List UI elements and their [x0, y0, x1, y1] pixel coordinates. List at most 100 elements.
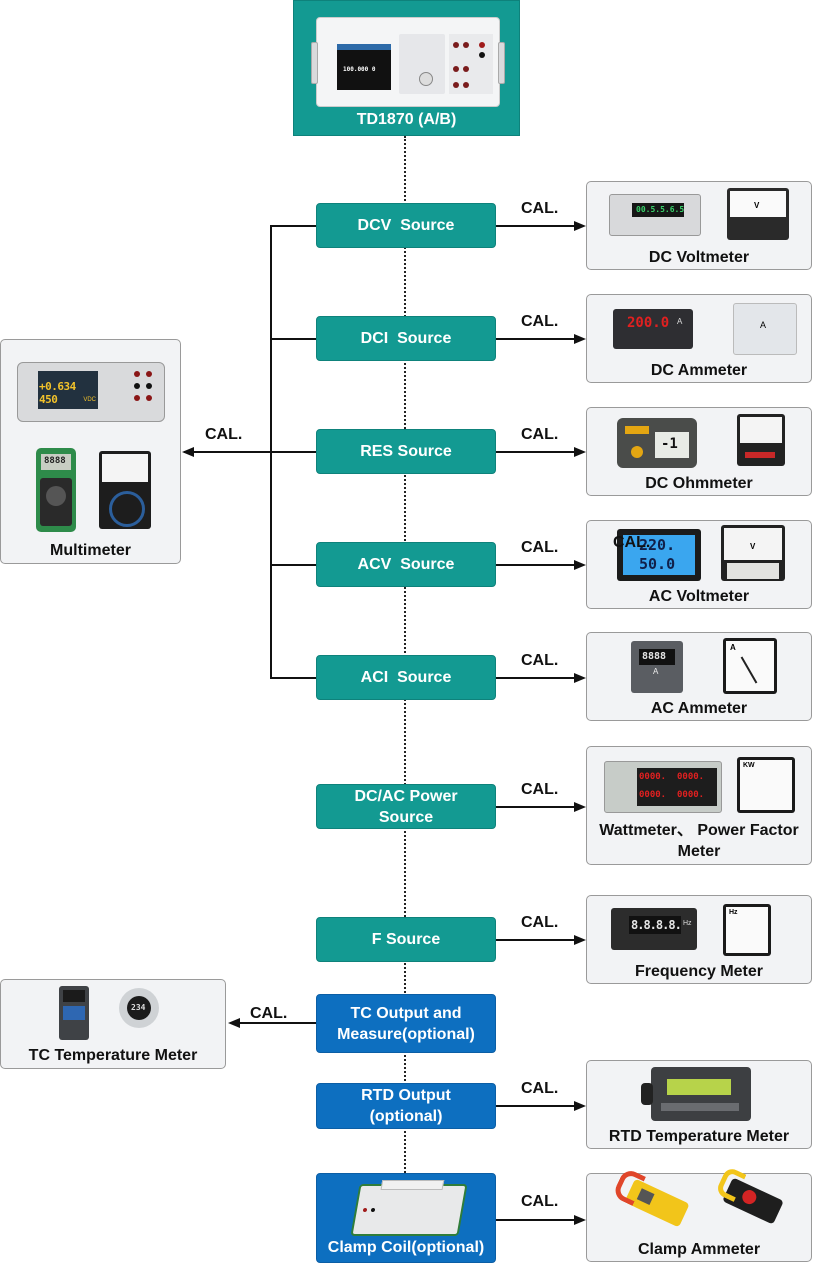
source-dcv-label: DCV Source [357, 217, 455, 234]
source-aci[interactable]: ACI Source [316, 655, 496, 700]
arrow-head-acv [574, 560, 586, 570]
panel-dc-voltmeter-label: DC Voltmeter [648, 249, 750, 266]
dc-ammeter-analog-image: A [733, 303, 797, 355]
panel-dc-ohmmeter: -1 DC Ohmmeter [586, 407, 812, 496]
frequency-meter-readout: 8.8.8.8. [631, 918, 682, 932]
cal-label-dci: CAL. [521, 313, 559, 330]
arrow-head-dci [574, 334, 586, 344]
cal-label-rtd: CAL. [521, 1080, 559, 1097]
ac-ammeter-analog-unit: A [730, 643, 736, 652]
source-acv-label: ACV Source [357, 556, 455, 573]
dc-voltmeter-readout: 00.5.5.6.5 [636, 205, 685, 214]
panel-ac-ammeter: 8888 A A AC Ammeter [586, 632, 812, 721]
arrow-head-power [574, 802, 586, 812]
cal-label-dcv: CAL. [521, 200, 559, 217]
rtd-meter-image [641, 1067, 751, 1121]
source-dcv[interactable]: DCV Source [316, 203, 496, 248]
power-meter-readout-3: 0000. [639, 790, 667, 800]
tc-transmitter-readout: 234 [131, 1003, 146, 1012]
dc-ammeter-readout: 200.0 [627, 315, 670, 331]
arrow-line-aci [496, 677, 574, 679]
cal-label-tc: CAL. [250, 1005, 288, 1022]
panel-dc-ammeter-label: DC Ammeter [650, 362, 748, 379]
power-meter-readout-1: 0000. [639, 772, 667, 782]
panel-power-meter-label: Wattmeter、 Power Factor Meter [599, 822, 799, 860]
power-factor-analog-unit: KW [743, 762, 755, 769]
ac-voltmeter-readout-top: 220. [639, 536, 676, 554]
arrow-line-acv [496, 564, 574, 566]
bracket-aci [270, 677, 316, 679]
source-power[interactable]: DC/AC Power Source [316, 784, 496, 829]
panel-rtd-meter: RTD Temperature Meter [586, 1060, 812, 1149]
ac-voltmeter-digital-image: 220. 50.0 [617, 529, 701, 581]
ac-ammeter-analog-image: A [723, 638, 777, 694]
dc-voltmeter-analog-unit: V [754, 201, 760, 210]
power-factor-analog-image: KW [737, 757, 795, 813]
source-tc-label: TC Output and Measure(optional) [337, 1004, 475, 1043]
panel-clamp-ammeter-label: Clamp Ammeter [637, 1241, 761, 1258]
panel-frequency-meter: 8.8.8.8. Hz Hz Frequency Meter [586, 895, 812, 984]
arrow-line-dcv [496, 225, 574, 227]
handheld-multimeter-readout: 8888 [44, 456, 66, 466]
cal-label-power: CAL. [521, 781, 559, 798]
source-clamp[interactable]: Clamp Coil(optional) [316, 1173, 496, 1263]
frequency-meter-digital-image: 8.8.8.8. Hz [611, 908, 697, 950]
cal-label-res: CAL. [521, 426, 559, 443]
tc-transmitter-image: 234 [119, 988, 159, 1028]
panel-clamp-ammeter: Clamp Ammeter [586, 1165, 812, 1262]
source-dci[interactable]: DCI Source [316, 316, 496, 361]
panel-power-meter: 0000. 0000. 0000. 0000. KW Wattmeter、 Po… [586, 746, 812, 865]
source-dci-label: DCI Source [360, 330, 452, 347]
source-frequency[interactable]: F Source [316, 917, 496, 962]
clamp-meter-digital-image [611, 1167, 690, 1228]
ac-ammeter-unit: A [653, 667, 659, 676]
panel-ac-voltmeter-label: AC Voltmeter [648, 588, 750, 605]
arrow-line-power [496, 806, 574, 808]
main-device-label: TD1870 (A/B) [356, 111, 457, 128]
power-meter-digital-image: 0000. 0000. 0000. 0000. [604, 761, 722, 813]
arrow-head-dcv [574, 221, 586, 231]
dc-voltmeter-analog-image: V [727, 188, 789, 240]
ac-ammeter-digital-image: 8888 A [631, 641, 683, 693]
cal-label-frequency: CAL. [521, 914, 559, 931]
arrow-line-dci [496, 338, 574, 340]
source-rtd-label: RTD Output (optional) [361, 1087, 451, 1125]
power-meter-readout-2: 0000. [677, 772, 705, 782]
source-acv[interactable]: ACV Source [316, 542, 496, 587]
arrow-head-res [574, 447, 586, 457]
dc-ammeter-digital-image: 200.0 A [613, 309, 693, 349]
source-tc[interactable]: TC Output and Measure(optional) [316, 994, 496, 1053]
arrow-line-clamp [496, 1219, 574, 1221]
cal-label-aci: CAL. [521, 652, 559, 669]
source-rtd[interactable]: RTD Output (optional) [316, 1083, 496, 1129]
dc-voltmeter-digital-image: 00.5.5.6.5 [609, 194, 701, 236]
bench-multimeter-unit: VDC [83, 397, 96, 403]
device-screen-readout: 100.000 0 [343, 66, 376, 73]
dc-ammeter-unit: A [677, 317, 683, 326]
clamp-meter-analog-image [714, 1165, 784, 1225]
tc-calibrator-image [59, 986, 89, 1040]
dc-ohmmeter-digital-image: -1 [617, 418, 697, 468]
panel-dc-voltmeter: 00.5.5.6.5 V DC Voltmeter [586, 181, 812, 270]
frequency-meter-analog-image: Hz [723, 904, 771, 956]
panel-rtd-meter-label: RTD Temperature Meter [608, 1128, 790, 1145]
panel-tc-meter-label: TC Temperature Meter [28, 1047, 198, 1064]
source-res[interactable]: RES Source [316, 429, 496, 474]
device-handle-left [311, 42, 318, 84]
ac-voltmeter-overlay-label: CAL. [613, 534, 651, 551]
device-knob [419, 72, 433, 86]
handheld-multimeter-image: 8888 [36, 448, 76, 532]
arrow-head-tc [228, 1018, 240, 1028]
dc-ammeter-analog-unit: A [760, 320, 767, 330]
arrow-line-tc [240, 1022, 316, 1024]
arrow-head-frequency [574, 935, 586, 945]
source-clamp-label: Clamp Coil(optional) [327, 1239, 485, 1256]
panel-frequency-meter-label: Frequency Meter [634, 963, 764, 980]
panel-multimeter: +0.634 450 VDC 8888 Multimeter [0, 339, 181, 564]
ac-voltmeter-analog-unit: V [750, 542, 756, 551]
device-terminals [449, 34, 493, 94]
dc-ohmmeter-analog-image [737, 414, 785, 466]
device-keypad [399, 34, 445, 94]
arrow-to-multimeter [182, 447, 194, 457]
clamp-coil-image [350, 1180, 468, 1236]
